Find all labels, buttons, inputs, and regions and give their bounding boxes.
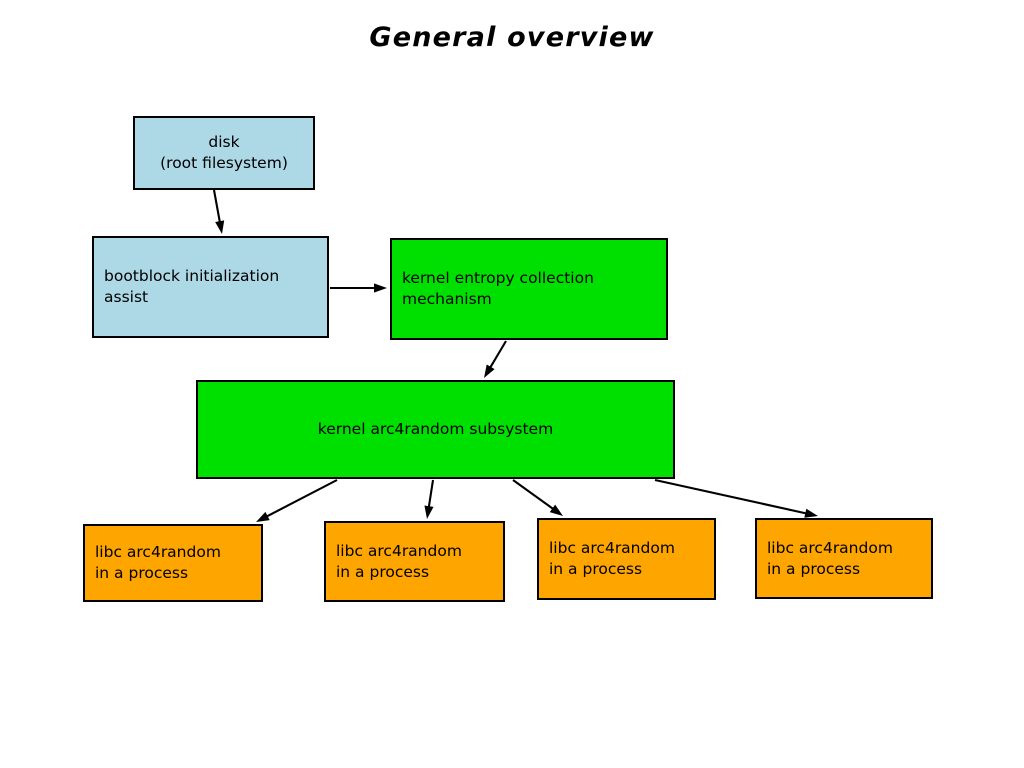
node-label-libc-1: libc arc4random in a process (95, 543, 221, 582)
node-kernel-entropy[interactable]: kernel entropy collection mechanism (390, 238, 668, 340)
node-label-disk: disk (root filesystem) (160, 133, 288, 172)
node-label-libc-2: libc arc4random in a process (336, 541, 462, 581)
arrow-bootblock-to-entropy (330, 283, 387, 293)
node-libc-4[interactable]: libc arc4random in a process (755, 518, 933, 599)
node-libc-1[interactable]: libc arc4random in a process (83, 524, 263, 602)
node-label-libc-4: libc arc4random in a process (767, 538, 893, 578)
arrow-arc4random-to-libc-1 (256, 479, 338, 522)
node-label-libc-3: libc arc4random in a process (549, 539, 675, 578)
arrow-arc4random-to-libc-3 (512, 479, 563, 516)
arrow-disk-to-bootblock (212, 189, 225, 234)
node-disk[interactable]: disk (root filesystem) (133, 116, 315, 190)
node-bootblock[interactable]: bootblock initialization assist (92, 236, 329, 338)
node-libc-3[interactable]: libc arc4random in a process (537, 518, 716, 600)
node-label-kernel-arc4random: kernel arc4random subsystem (317, 420, 554, 439)
node-libc-2[interactable]: libc arc4random in a process (324, 521, 505, 602)
node-label-bootblock: bootblock initialization assist (104, 267, 280, 306)
node-label-kernel-entropy: kernel entropy collection mechanism (402, 269, 594, 308)
arrow-entropy-to-arc4random (484, 340, 507, 378)
arrow-arc4random-to-libc-2 (424, 479, 435, 519)
arrow-arc4random-to-libc-4 (654, 478, 818, 518)
node-kernel-arc4random[interactable]: kernel arc4random subsystem (196, 380, 675, 479)
page-title: General overview (369, 22, 655, 53)
